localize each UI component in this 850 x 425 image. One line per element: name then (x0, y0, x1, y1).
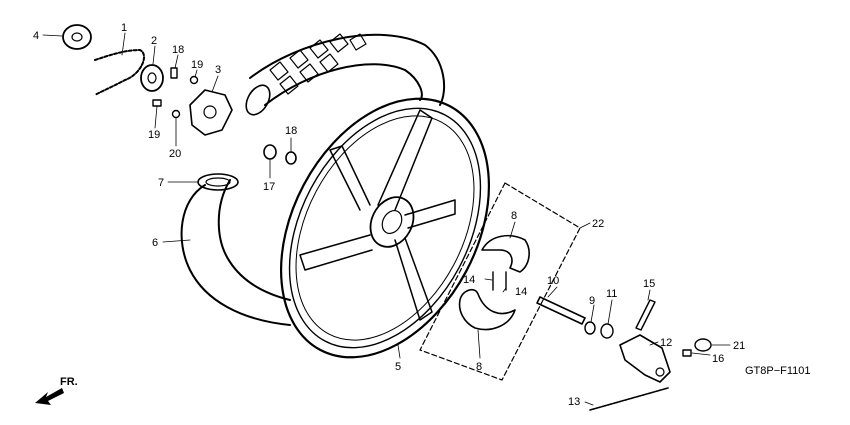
front-arrow-label: FR. (60, 376, 78, 388)
part-label: 18 (285, 125, 297, 137)
part-label: 18 (172, 44, 184, 56)
tire (180, 33, 446, 326)
washers (584, 321, 614, 339)
part-label: 14 (515, 286, 527, 298)
diagram-code: GT8P−F1101 (745, 365, 811, 377)
return-spring (589, 387, 669, 411)
brake-shoe-lower (458, 288, 516, 331)
part-label: 6 (152, 237, 158, 249)
part-label: 17 (263, 181, 275, 193)
part-label: 8 (511, 210, 517, 222)
part-label: 12 (660, 337, 672, 349)
part-label: 4 (33, 30, 39, 42)
nut-and-joint (682, 338, 712, 357)
sprocket (140, 64, 164, 92)
wheel-rim (279, 97, 491, 359)
part-label: 20 (169, 148, 181, 160)
part-label: 3 (215, 64, 221, 76)
drive-chain (94, 49, 145, 96)
front-direction-arrow: FR. (35, 376, 78, 405)
part-label: 2 (151, 35, 157, 47)
part-label: 14 (463, 274, 475, 286)
part-label: 16 (712, 353, 724, 365)
part-labels: 4 1 2 3 18 19 19 20 17 18 7 6 5 8 8 14 1… (33, 22, 745, 408)
leader-lines (42, 32, 731, 406)
arrow-icon (35, 388, 64, 405)
part-label: 5 (395, 361, 401, 373)
part-label: 19 (191, 59, 203, 71)
brake-springs (492, 271, 507, 291)
brake-cam (536, 296, 586, 325)
part-label: 9 (589, 295, 595, 307)
drive-plate (62, 24, 92, 50)
brake-arm (619, 334, 671, 383)
adjuster-bolt (635, 299, 656, 331)
sprocket-flange (189, 89, 233, 136)
part-label: 22 (592, 218, 604, 230)
part-label: 21 (733, 340, 745, 352)
brake-group-outline (419, 182, 581, 381)
part-label: 7 (158, 177, 164, 189)
part-label: 8 (476, 361, 482, 373)
part-label: 1 (121, 22, 127, 34)
brake-shoe-upper (481, 234, 530, 273)
part-label: 15 (643, 278, 655, 290)
part-label: 13 (568, 396, 580, 408)
part-label: 10 (547, 275, 559, 287)
part-label: 19 (148, 129, 160, 141)
part-label: 11 (606, 288, 617, 300)
